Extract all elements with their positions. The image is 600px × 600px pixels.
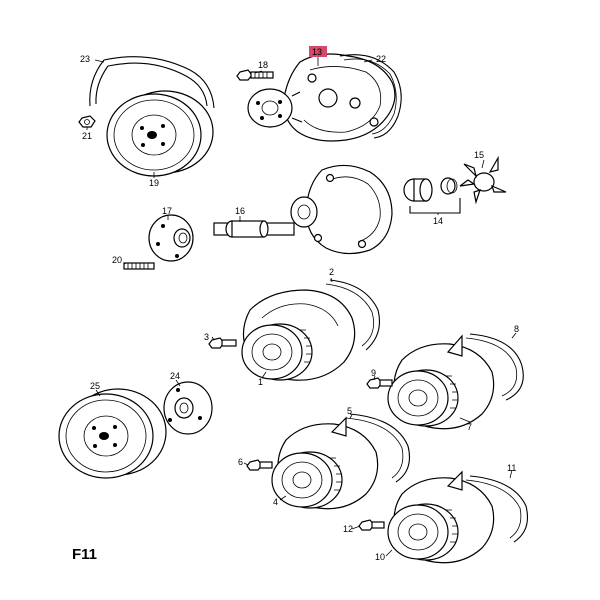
- callout-8: 8: [514, 324, 519, 334]
- stud-20: [123, 262, 155, 270]
- hub-17: [148, 214, 194, 262]
- bolt-12: [358, 519, 385, 531]
- callout-22: 22: [376, 54, 386, 64]
- callout-5: 5: [347, 406, 352, 416]
- gasket-8: [465, 333, 524, 401]
- shaft-16: [213, 220, 295, 238]
- leader-lines: [86, 56, 517, 557]
- water-pump-10: [387, 470, 495, 564]
- callout-labels: 23 21 19 18 13 22 15 16 17 20 14 2 3 1 8…: [80, 46, 519, 562]
- hub-24: [163, 381, 213, 435]
- nut-21: [78, 115, 96, 128]
- callout-1: 1: [258, 377, 263, 387]
- callout-25: 25: [90, 381, 100, 391]
- gasket-11: [465, 475, 529, 543]
- callout-17: 17: [162, 206, 172, 216]
- impeller-15: [459, 155, 507, 205]
- pulley-19: [106, 90, 214, 177]
- bolt-9: [366, 377, 393, 389]
- water-pump-4: [271, 416, 379, 510]
- water-pump-housing: [290, 164, 393, 255]
- callout-3: 3: [204, 332, 209, 342]
- callout-13-highlight: [309, 46, 327, 57]
- callout-13: 13: [312, 47, 322, 57]
- callout-24: 24: [170, 371, 180, 381]
- gasket-5: [345, 413, 411, 483]
- callout-15: 15: [474, 150, 484, 160]
- seal-kit-14: [403, 177, 461, 214]
- figure-code: F11: [72, 546, 97, 563]
- bolt-3: [208, 337, 237, 349]
- callout-6: 6: [238, 457, 243, 467]
- callout-2: 2: [329, 267, 334, 277]
- callout-11: 11: [507, 463, 516, 473]
- callout-16: 16: [235, 206, 245, 216]
- callout-10: 10: [375, 552, 385, 562]
- callout-18: 18: [258, 60, 268, 70]
- callout-19: 19: [149, 178, 159, 188]
- bolt-6: [246, 459, 273, 471]
- callout-21: 21: [82, 131, 92, 141]
- pulley-25: [58, 388, 167, 479]
- water-pump-1: [241, 289, 356, 381]
- callout-9: 9: [371, 368, 376, 378]
- callout-12: 12: [343, 524, 353, 534]
- callout-20: 20: [112, 255, 122, 265]
- drive-belt: [89, 56, 215, 109]
- callout-7: 7: [467, 422, 472, 432]
- bolt-18: [236, 69, 274, 81]
- callout-4: 4: [273, 497, 278, 507]
- callout-23: 23: [80, 54, 90, 64]
- water-pump-7: [387, 334, 495, 430]
- water-pump-13: [247, 53, 396, 142]
- callout-14: 14: [433, 216, 443, 226]
- gasket-2: [325, 279, 381, 351]
